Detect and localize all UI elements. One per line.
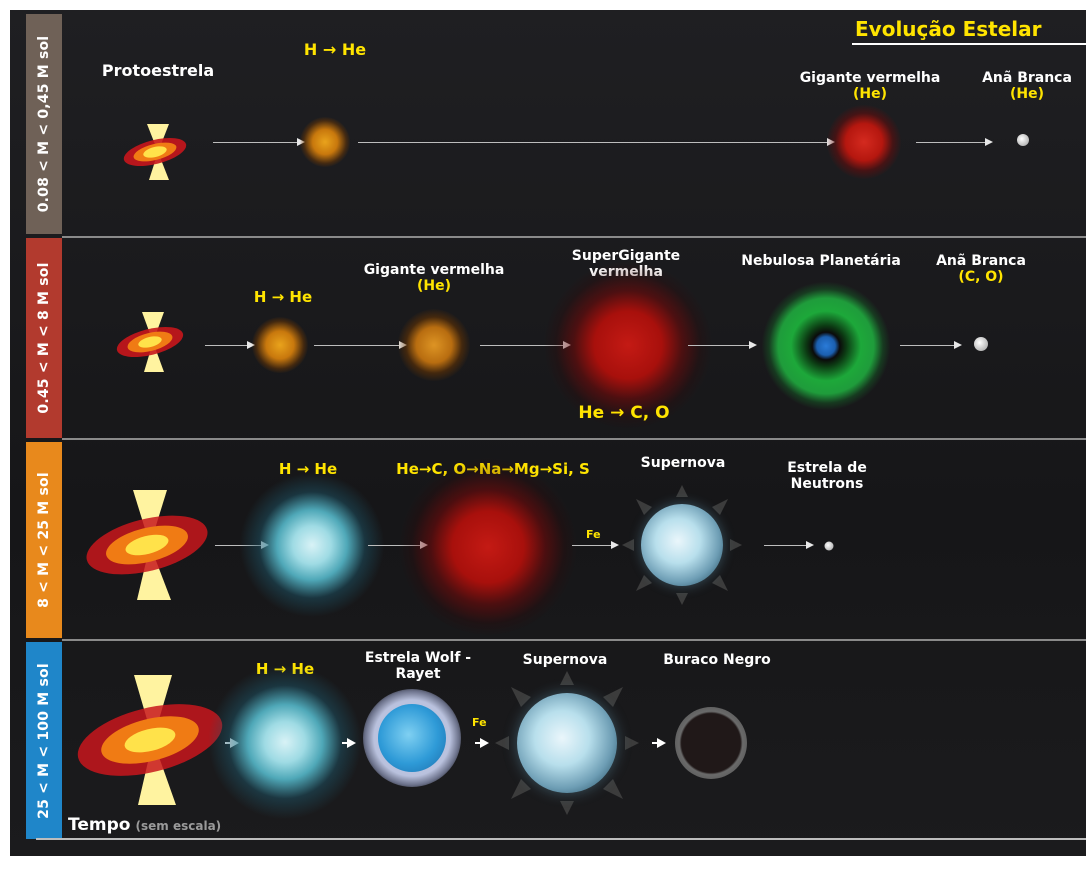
row-range-bar-4: 25 < M < 100 M sol: [26, 642, 62, 839]
red-supergiant-icon: [398, 457, 578, 637]
arrow: [358, 138, 835, 146]
iron-label: Fe: [472, 716, 487, 729]
arrow: [342, 738, 356, 748]
title-underline: [852, 43, 1086, 45]
supergiant-fusion-label: He → C, O: [578, 403, 670, 423]
red-giant-name: Gigante vermelha: [363, 262, 505, 278]
white-dwarf-core: (He): [1009, 86, 1045, 103]
time-axis-label: Tempo (sem escala): [68, 815, 221, 835]
white-dwarf-name: Anã Branca: [982, 70, 1072, 86]
white-dwarf-icon: [1017, 134, 1029, 146]
supernova-label: Supernova: [522, 652, 608, 668]
red-giant-icon: [398, 309, 470, 381]
row-range-label-4: 25 < M < 100 M sol: [36, 662, 52, 819]
neutron-star-icon: [824, 541, 834, 551]
protostar-label: Protoestrela: [101, 61, 215, 80]
arrow: [900, 341, 962, 349]
time-axis-line: [36, 838, 1086, 840]
row-range-label-1: 0.08 < M < 0,45 M sol: [36, 35, 52, 213]
white-dwarf-icon: [974, 337, 988, 351]
blue-star-icon: [237, 470, 387, 620]
wolf-rayet-label: Estrela Wolf - Rayet: [364, 650, 472, 683]
white-dwarf-core: (C, O): [958, 269, 1004, 286]
red-giant-label: Gigante vermelha (He): [364, 262, 505, 294]
time-axis-note: (sem escala): [135, 819, 222, 833]
main-sequence-star-icon: [300, 117, 350, 167]
arrow: [205, 341, 255, 349]
arrow: [688, 341, 757, 349]
red-giant-core: (He): [416, 278, 452, 295]
red-giant-core: (He): [852, 86, 888, 103]
arrow: [314, 341, 407, 349]
neutron-star-label: Estrela de Neutrons: [787, 460, 867, 493]
row-divider: [62, 236, 1086, 238]
protostar-icon: [86, 490, 208, 600]
row-range-bar-2: 0.45 < M < 8 M sol: [26, 238, 62, 438]
red-giant-name: Gigante vermelha: [799, 70, 941, 86]
supernova-spikes-icon: [495, 671, 639, 815]
black-hole-icon: [675, 707, 747, 779]
main-sequence-star-icon: [252, 317, 308, 373]
wolf-rayet-star-icon: [378, 704, 446, 772]
protostar-icon: [123, 124, 187, 180]
white-dwarf-name: Anã Branca: [936, 253, 1026, 269]
iron-label: Fe: [586, 528, 601, 541]
supernova-spikes-icon: [622, 485, 742, 605]
arrow: [916, 138, 993, 146]
row-divider: [62, 438, 1086, 440]
supernova-icon: [641, 504, 723, 586]
red-supergiant-icon: [543, 260, 713, 430]
arrow: [213, 138, 305, 146]
fusion-label: H → He: [253, 288, 313, 306]
row-range-label-2: 0.45 < M < 8 M sol: [36, 262, 52, 414]
row-range-bar-3: 8 < M < 25 M sol: [26, 442, 62, 638]
arrow: [572, 541, 619, 549]
blue-star-icon: [205, 662, 365, 822]
planetary-nebula-label: Nebulosa Planetária: [741, 253, 901, 269]
row-range-bar-1: 0.08 < M < 0,45 M sol: [26, 14, 62, 234]
red-giant-label: Gigante vermelha (He): [800, 70, 941, 102]
white-dwarf-label: Anã Branca (C, O): [936, 253, 1026, 285]
row-divider: [62, 639, 1086, 641]
protostar-icon: [116, 312, 184, 372]
supernova-icon: [517, 693, 617, 793]
arrow: [475, 738, 489, 748]
protostar-icon: [77, 675, 223, 805]
time-axis-title: Tempo: [68, 815, 131, 835]
black-hole-label: Buraco Negro: [663, 652, 771, 668]
title: Evolução Estelar: [855, 17, 1042, 41]
fusion-label: H → He: [303, 40, 367, 59]
supernova-label: Supernova: [640, 455, 726, 471]
arrow: [652, 738, 666, 748]
row-range-label-3: 8 < M < 25 M sol: [36, 472, 52, 608]
planetary-nebula-icon: [761, 281, 891, 411]
red-giant-icon: [827, 105, 901, 179]
arrow: [764, 541, 814, 549]
white-dwarf-label: Anã Branca (He): [982, 70, 1072, 102]
